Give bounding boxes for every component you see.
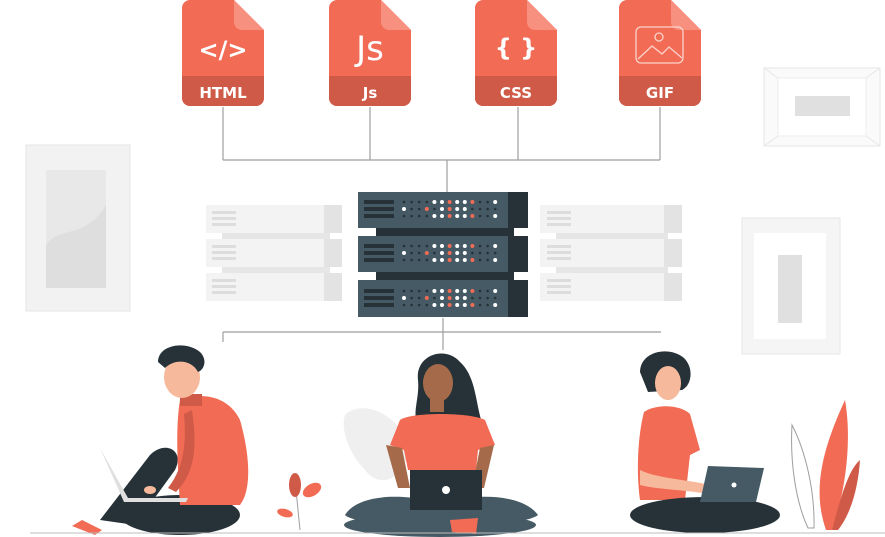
file-label-css: CSS xyxy=(500,84,532,102)
connector-lines-top xyxy=(222,107,661,192)
file-label-js: Js xyxy=(362,84,378,102)
picture-frame-top-right xyxy=(763,67,881,147)
picture-frame-left xyxy=(25,144,131,312)
file-label-html: HTML xyxy=(199,84,247,102)
connector-lines-bottom xyxy=(222,318,661,350)
file-label-gif: GIF xyxy=(646,84,674,102)
image-icon xyxy=(635,26,684,64)
file-icon-gif[interactable]: GIF xyxy=(619,0,701,106)
ghost-server-right xyxy=(540,205,682,301)
server-rack xyxy=(358,192,528,317)
ghost-server-left xyxy=(206,205,342,301)
picture-frame-right xyxy=(741,217,841,355)
person-woman-center xyxy=(344,353,538,537)
plant-small xyxy=(277,473,322,531)
file-icon-html[interactable]: </> HTML xyxy=(182,0,264,106)
javascript-icon: Js xyxy=(354,29,384,69)
person-man xyxy=(72,345,249,535)
person-woman-right xyxy=(630,351,780,533)
code-icon: </> xyxy=(199,36,248,64)
plant-right xyxy=(791,400,860,530)
braces-icon: { } xyxy=(495,34,538,62)
file-icon-js[interactable]: Js Js xyxy=(329,0,411,106)
file-icon-css[interactable]: { } CSS xyxy=(475,0,557,106)
